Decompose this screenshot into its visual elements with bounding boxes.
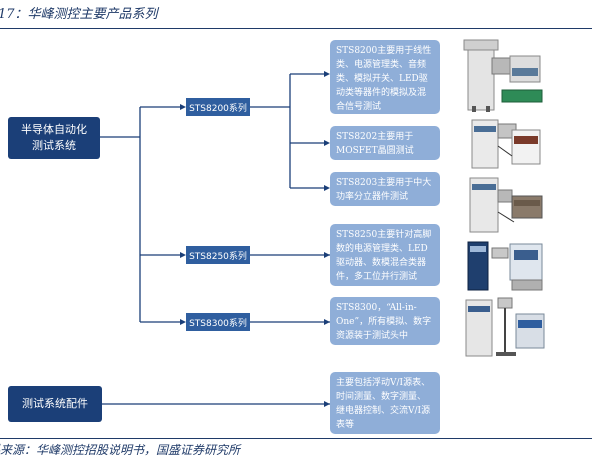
- product-photo-sts8200: [463, 39, 543, 112]
- detail-text: STS8300，“All-in-One”，所有模拟、数字资源装于测试头中: [336, 303, 432, 341]
- arrowhead: [324, 252, 330, 258]
- series-node-sts8300: STS8300系列: [186, 313, 250, 331]
- detail-box-accessories: 主要包括浮动V/I源表、时间测量、数字测量、继电器控制、交流V/I源表等: [330, 372, 440, 434]
- root-node: 半导体自动化测试系统: [8, 117, 100, 159]
- arrowhead: [324, 319, 330, 325]
- detail-box-sts8203: STS8203主要用于中大功率分立器件测试: [330, 172, 440, 206]
- bottom-rule: [0, 438, 592, 439]
- series-label: STS8200系列: [189, 103, 247, 114]
- detail-text: STS8202主要用于MOSFET晶圆测试: [336, 132, 414, 156]
- detail-box-sts8300: STS8300，“All-in-One”，所有模拟、数字资源装于测试头中: [330, 297, 440, 345]
- product-photo-sts8202: [471, 119, 541, 169]
- series-label: STS8250系列: [189, 251, 247, 262]
- arrowhead: [324, 401, 330, 407]
- series-node-sts8200: STS8200系列: [186, 98, 250, 116]
- detail-text: STS8200主要用于线性类、电源管理类、音频类、模拟开关、LED驱动类等器件的…: [336, 46, 432, 112]
- accessories-node: 测试系统配件: [8, 386, 102, 422]
- detail-box-sts8202: STS8202主要用于MOSFET晶圆测试: [330, 126, 440, 160]
- accessories-label: 测试系统配件: [22, 397, 88, 410]
- detail-text: STS8203主要用于中大功率分立器件测试: [336, 178, 432, 202]
- top-rule: [0, 28, 592, 29]
- figure-title: 图表17：华峰测控主要产品系列: [0, 7, 158, 22]
- root-label: 半导体自动化测试系统: [21, 123, 87, 152]
- series-node-sts8250: STS8250系列: [186, 246, 250, 264]
- detail-box-sts8250: STS8250主要针对高脚数的电源管理类、LED驱动器、数模混合类器件，多工位并…: [330, 224, 440, 286]
- detail-text: 主要包括浮动V/I源表、时间测量、数字测量、继电器控制、交流V/I源表等: [336, 378, 431, 430]
- detail-box-sts8200: STS8200主要用于线性类、电源管理类、音频类、模拟开关、LED驱动类等器件的…: [330, 40, 440, 114]
- series-label: STS8300系列: [189, 318, 247, 329]
- detail-text: STS8250主要针对高脚数的电源管理类、LED驱动器、数模混合类器件，多工位并…: [336, 230, 432, 282]
- product-photo-sts8250: [467, 241, 543, 291]
- product-photo-sts8300: [465, 297, 545, 357]
- source-note: 资料来源：华峰测控招股说明书，国盛证券研究所: [0, 443, 241, 457]
- product-photo-sts8203: [469, 177, 543, 233]
